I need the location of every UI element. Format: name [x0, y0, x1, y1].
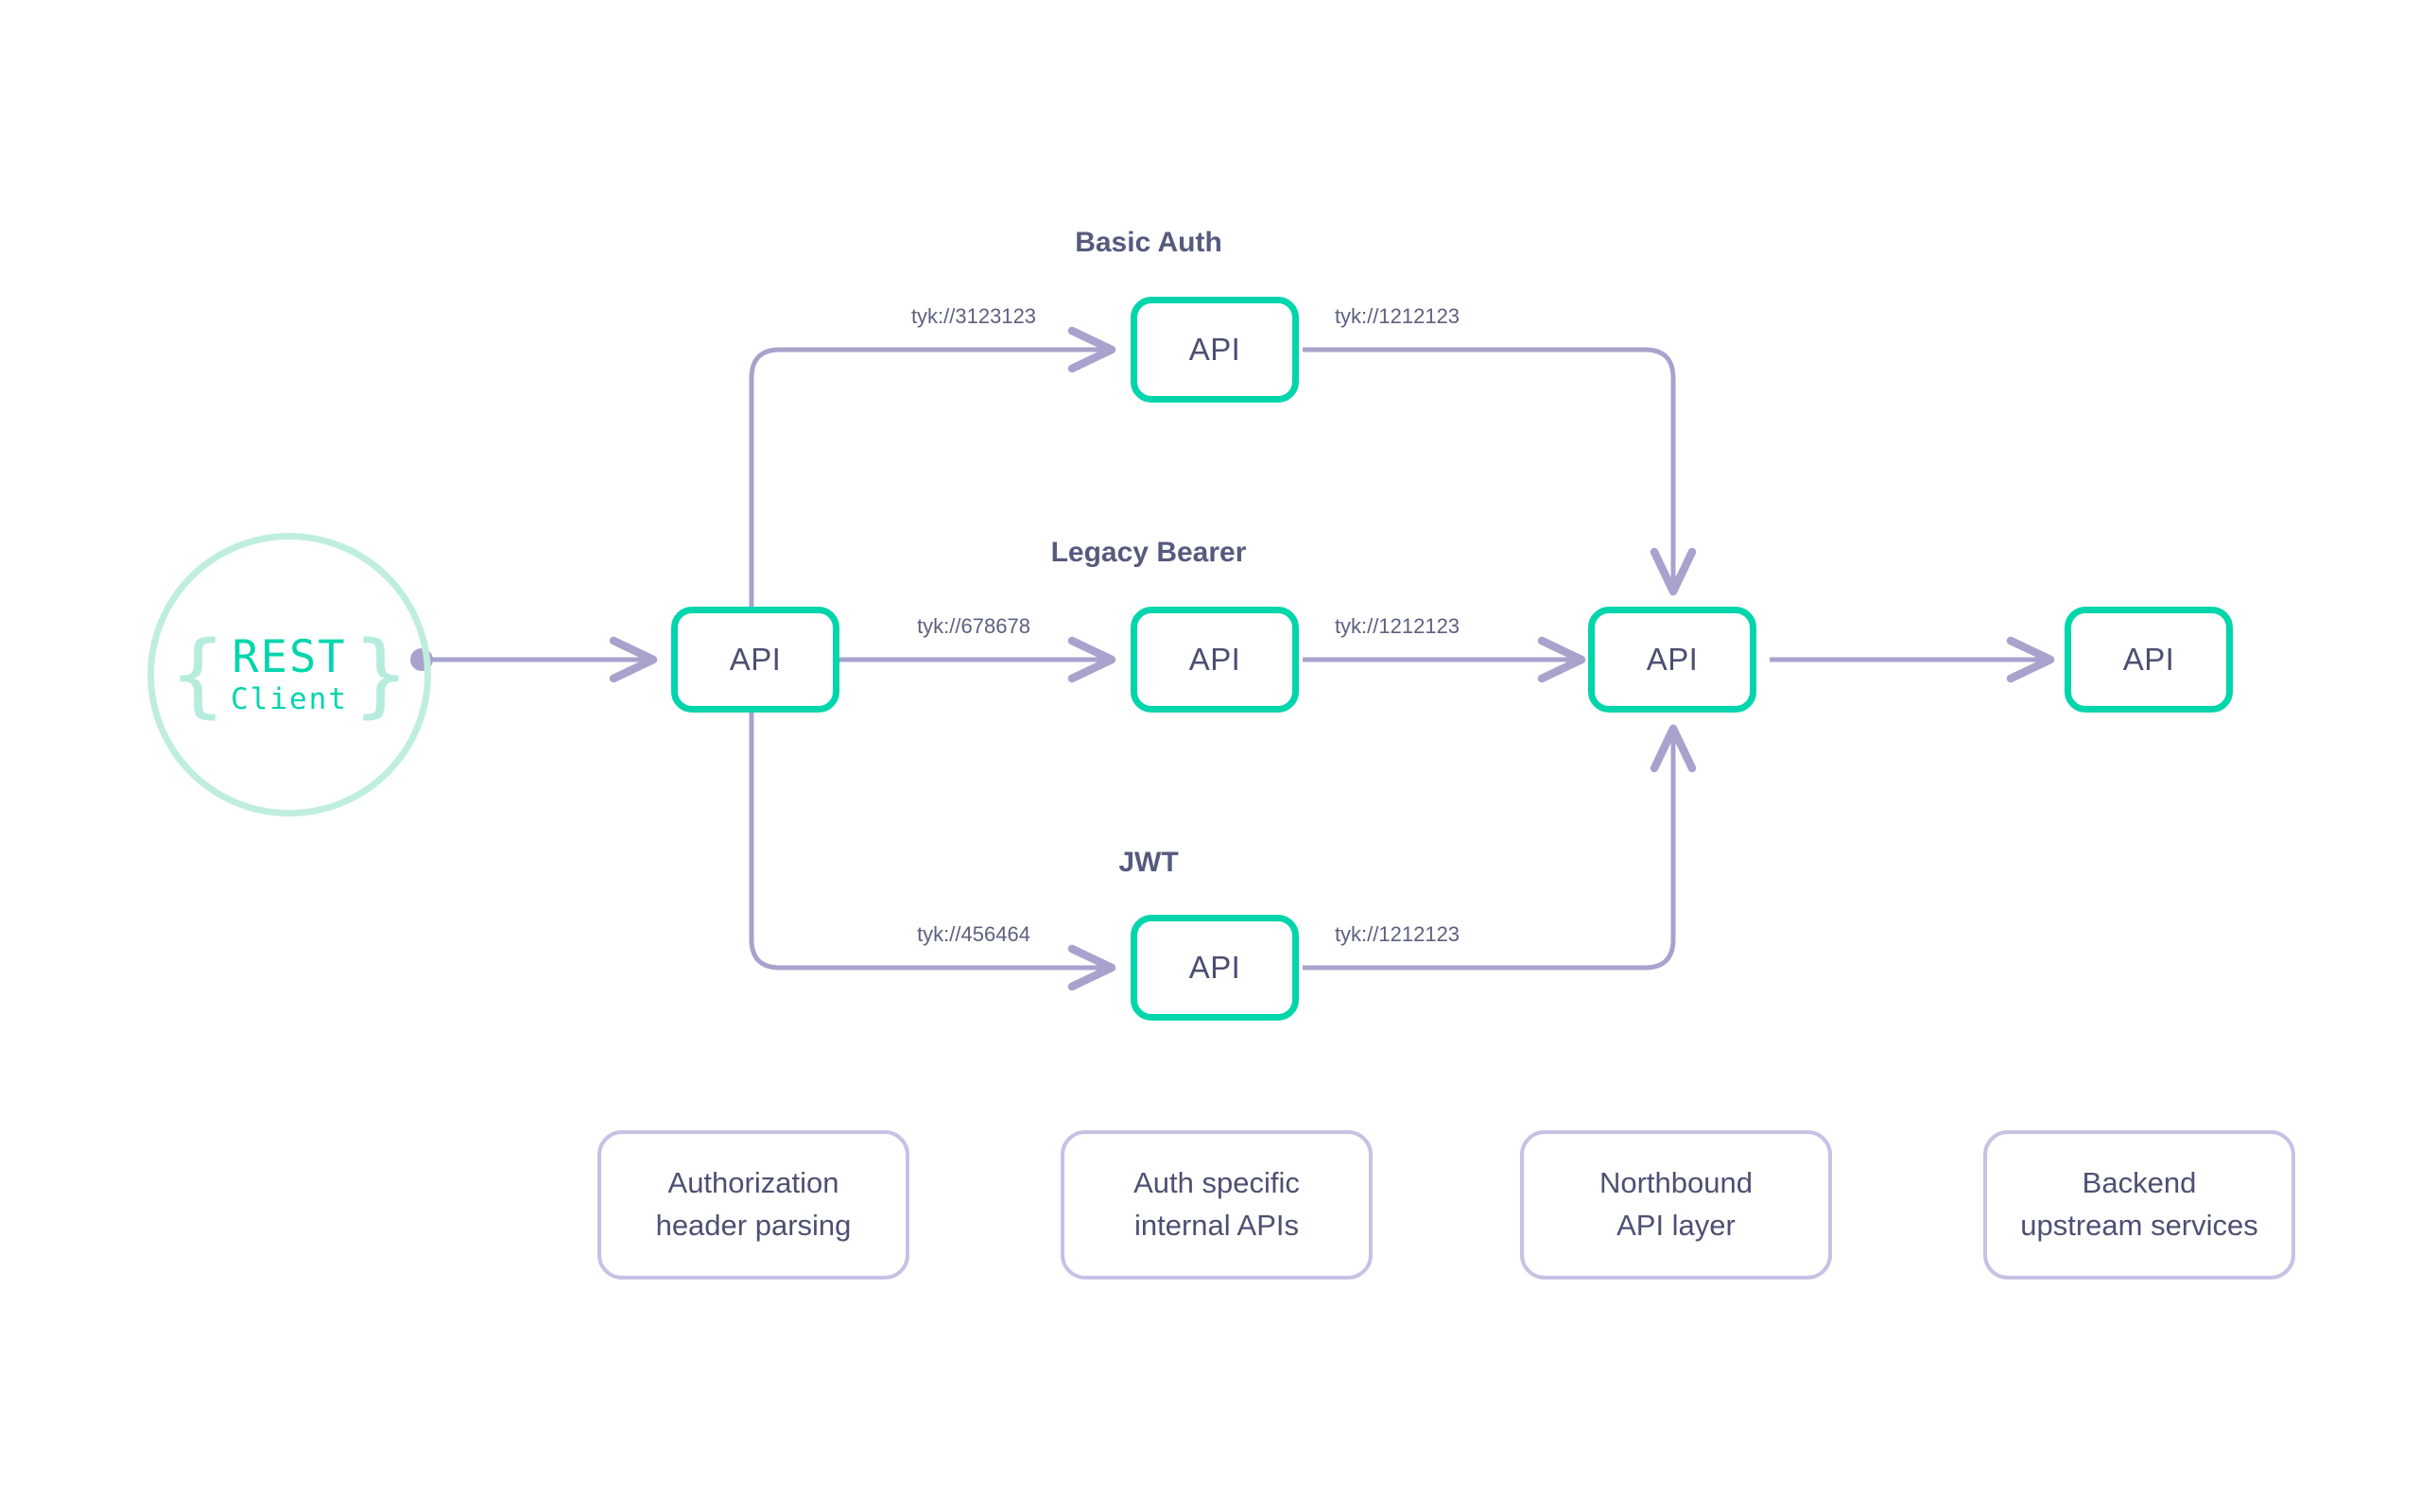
edge-label-jwt-out: tyk://1212123	[1334, 922, 1461, 946]
api-node-gateway-label: API	[729, 642, 782, 677]
api-node-legacy-bearer-label: API	[1188, 642, 1241, 677]
api-node-northbound[interactable]: API	[1588, 607, 1756, 713]
api-node-northbound-label: API	[1646, 642, 1699, 677]
right-brace-icon: }	[353, 621, 408, 728]
edge-label-legacy-bearer-out: tyk://1212123	[1334, 614, 1461, 638]
caption-line-2: API layer	[1616, 1209, 1736, 1242]
rest-client-node[interactable]: { REST Client }	[147, 533, 431, 816]
api-node-legacy-bearer[interactable]: API	[1131, 607, 1299, 713]
rest-client-title: REST	[232, 631, 347, 684]
rest-client-content: { REST Client }	[170, 621, 408, 728]
api-node-basic-auth-label: API	[1188, 332, 1241, 367]
caption-northbound-api-layer: Northbound API layer	[1520, 1130, 1832, 1280]
caption-line-2: upstream services	[2020, 1209, 2258, 1242]
rest-client-text: REST Client	[231, 634, 348, 715]
caption-line-2: internal APIs	[1133, 1209, 1300, 1242]
edge-basic-auth-to-northbound	[1303, 347, 1697, 596]
left-brace-icon: {	[170, 621, 225, 728]
api-node-backend-label: API	[2122, 642, 2175, 677]
caption-auth-specific-internal-apis: Auth specific internal APIs	[1061, 1130, 1373, 1280]
api-node-backend[interactable]: API	[2065, 607, 2233, 713]
api-node-basic-auth[interactable]: API	[1131, 297, 1299, 403]
edge-label-basic-auth-out: tyk://1212123	[1334, 304, 1461, 328]
caption-backend-upstream-services: Backend upstream services	[1983, 1130, 2295, 1280]
caption-authorization-header-parsing: Authorization header parsing	[597, 1130, 909, 1280]
edge-label-basic-auth-in: tyk://3123123	[910, 304, 1037, 328]
branch-heading-jwt: JWT	[1118, 847, 1179, 878]
edge-label-legacy-bearer-in: tyk://678678	[917, 614, 1030, 638]
api-node-gateway[interactable]: API	[671, 607, 839, 713]
caption-line-1: Authorization	[667, 1166, 839, 1200]
edge-gateway-to-basic-auth	[749, 326, 1116, 624]
caption-line-1: Backend	[2082, 1166, 2197, 1200]
edge-label-jwt-in: tyk://456464	[917, 922, 1030, 946]
branch-heading-legacy-bearer: Legacy Bearer	[1050, 537, 1247, 568]
caption-line-2: header parsing	[655, 1209, 852, 1242]
caption-line-1: Auth specific	[1133, 1166, 1300, 1200]
edge-gateway-to-jwt	[749, 699, 1116, 991]
branch-heading-basic-auth: Basic Auth	[1075, 227, 1222, 258]
caption-text: Authorization header parsing	[656, 1162, 852, 1247]
api-node-jwt[interactable]: API	[1131, 915, 1299, 1021]
edge-jwt-to-northbound	[1303, 724, 1697, 971]
caption-text: Auth specific internal APIs	[1133, 1162, 1300, 1247]
api-node-jwt-label: API	[1188, 950, 1241, 985]
caption-text: Northbound API layer	[1599, 1162, 1753, 1247]
caption-text: Backend upstream services	[2020, 1162, 2258, 1247]
caption-line-1: Northbound	[1599, 1166, 1753, 1200]
rest-client-subtitle: Client	[231, 682, 348, 717]
